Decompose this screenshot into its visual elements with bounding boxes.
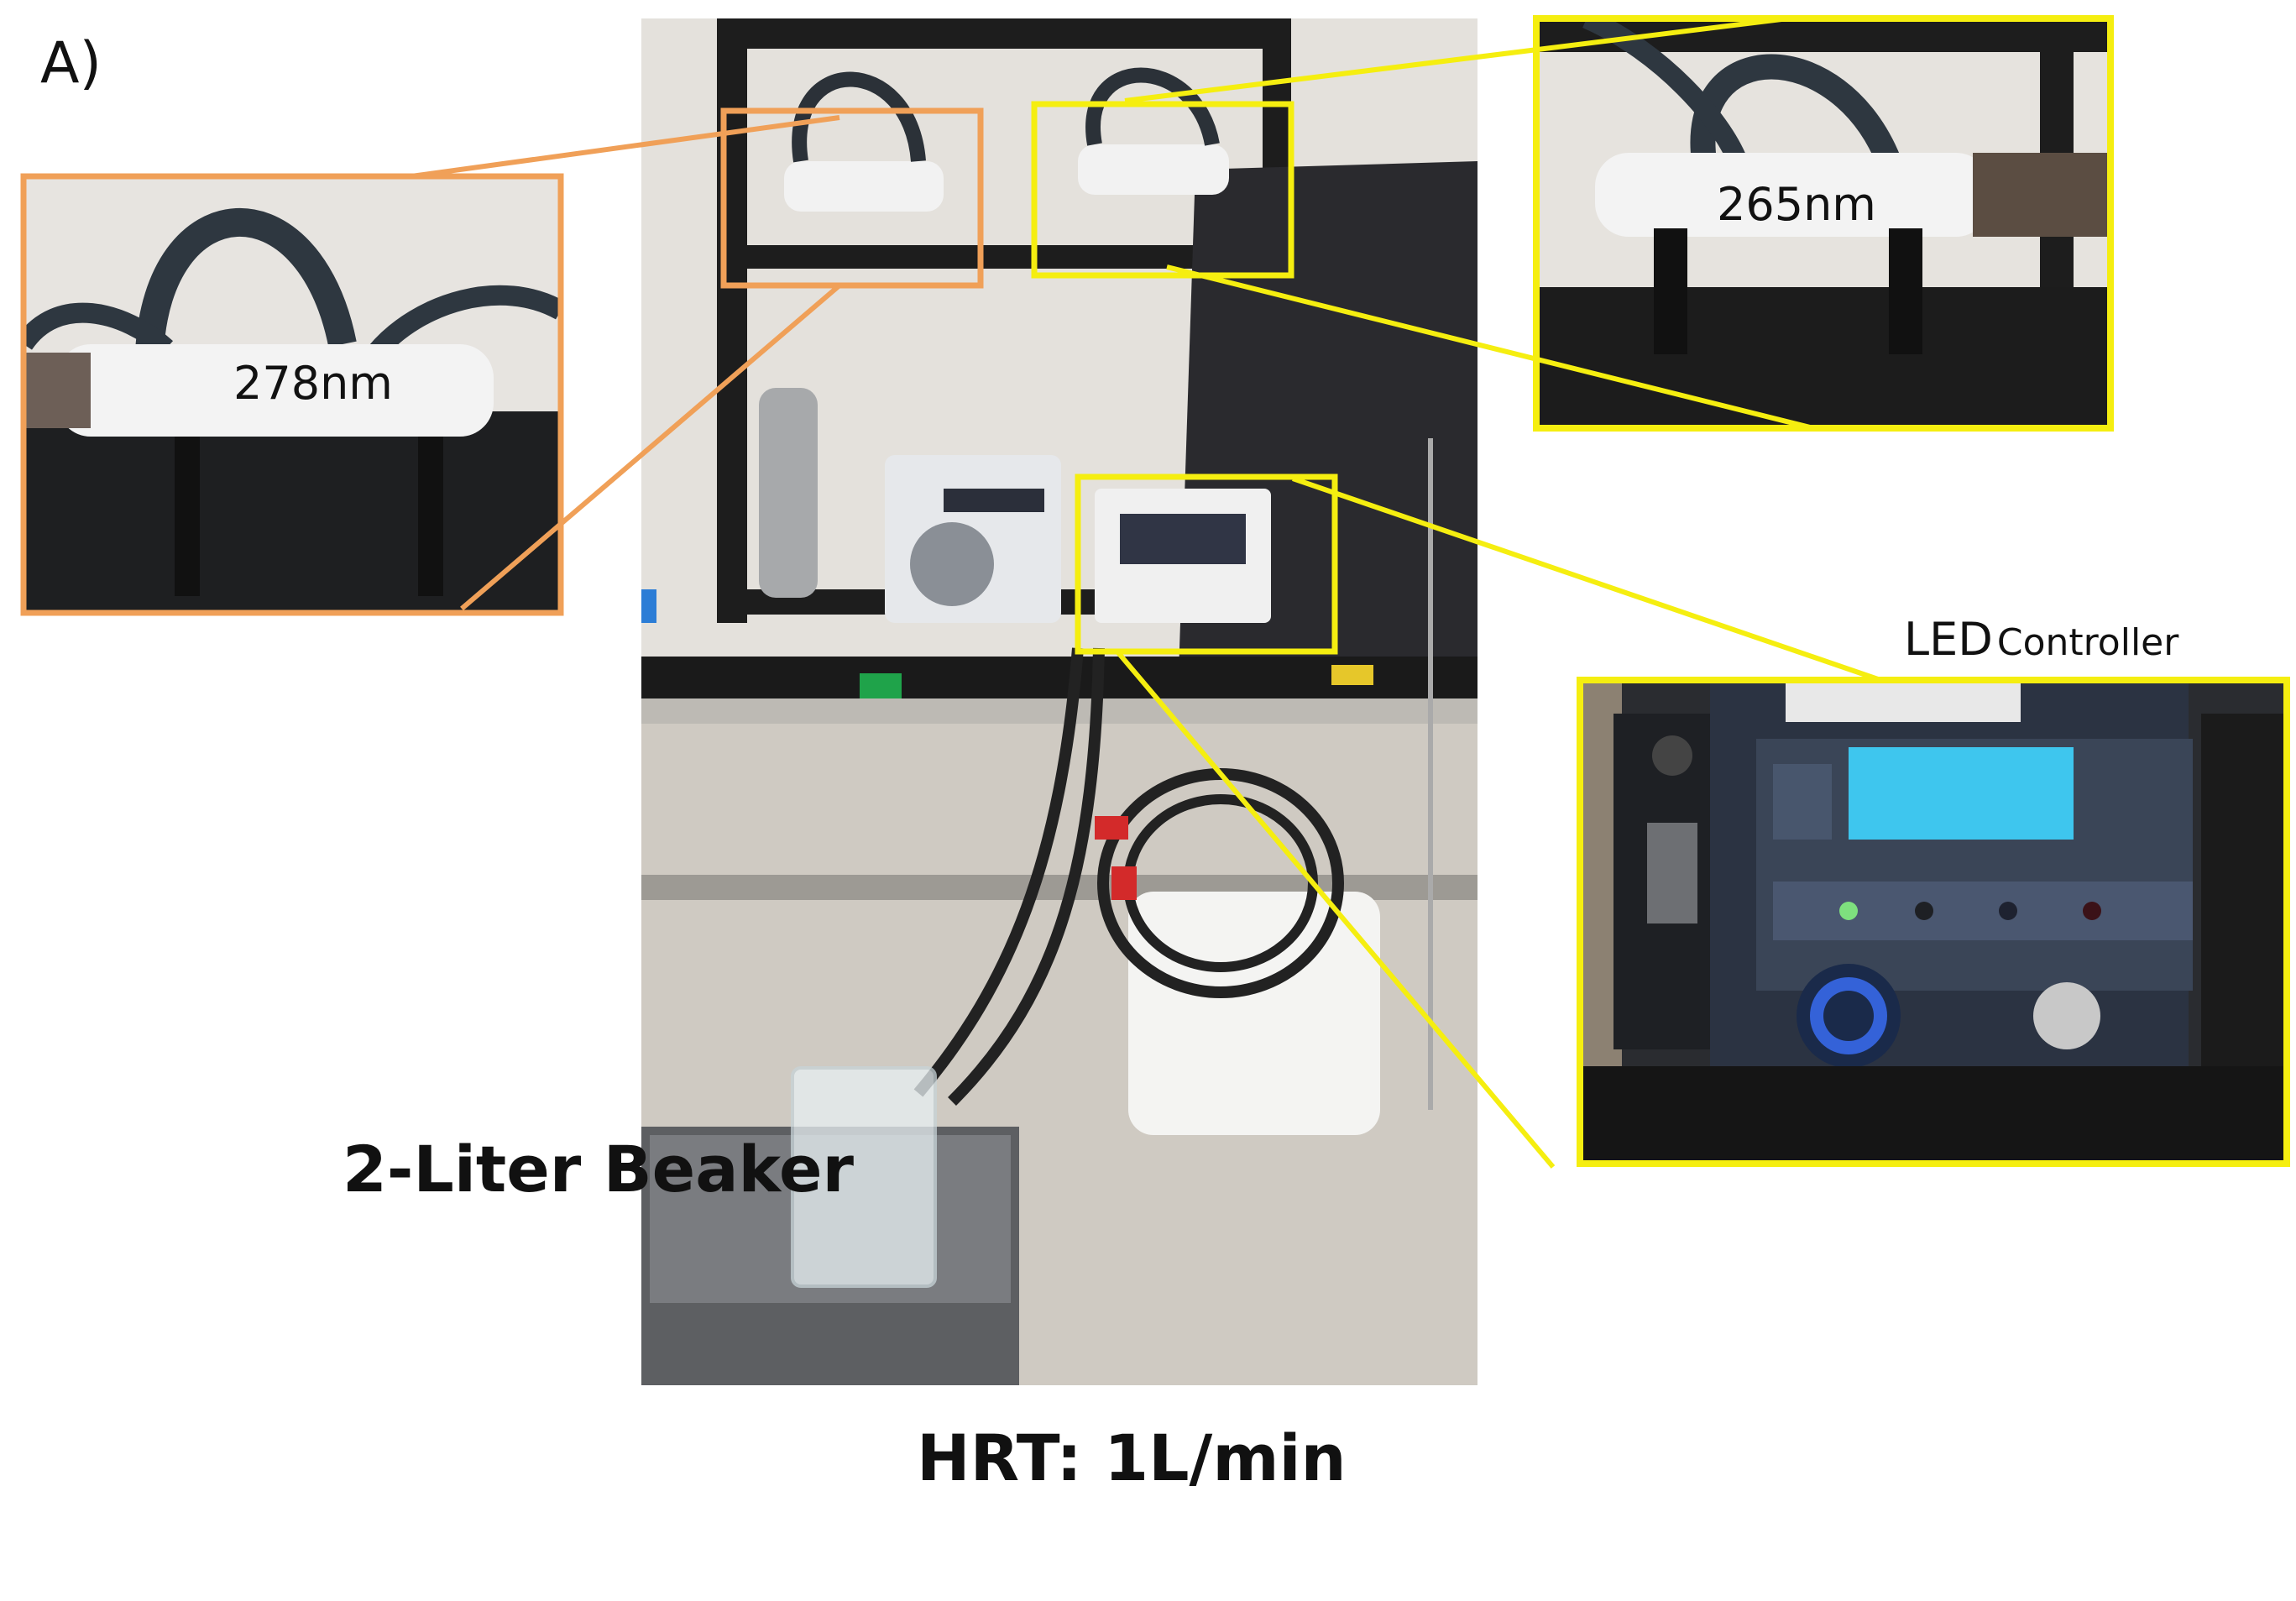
- led-caption-word1: LED: [1904, 613, 1993, 666]
- lamp-265nm-label: 265nm: [1717, 178, 1876, 231]
- panel-label: A): [40, 30, 102, 97]
- hrt-caption: HRT: 1L/min: [917, 1420, 1347, 1495]
- led-caption-word2: Controller: [1996, 621, 2179, 664]
- led-controller-inset: [1580, 680, 2287, 1164]
- beaker-caption: 2-Liter Beaker: [343, 1132, 855, 1206]
- lamp-278nm-label: 278nm: [233, 357, 393, 410]
- led-controller-caption: LED Controller: [1904, 613, 2178, 666]
